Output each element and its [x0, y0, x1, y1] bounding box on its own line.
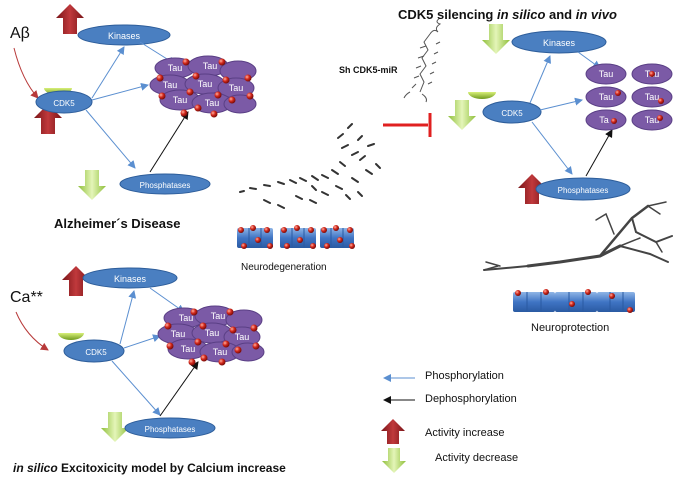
tau-label: Tau — [203, 61, 218, 71]
tau-label: Tau — [163, 80, 178, 90]
neurodegeneration-label: Neurodegeneration — [241, 262, 327, 273]
kinases-node — [511, 30, 607, 54]
abeta-label: Aβ — [10, 25, 30, 42]
legend-label-activity-decrease: Activity decrease — [435, 452, 519, 464]
phosphorylation-arrow — [85, 109, 136, 169]
phosphatases-label: Phosphatases — [145, 425, 196, 434]
healthy-neuron — [483, 201, 673, 271]
tau-label: Tau — [211, 311, 226, 321]
and-text: and — [549, 7, 573, 22]
sh-cdk5-label: Sh CDK5-miR — [339, 65, 398, 75]
phosphorylation-arrow — [91, 46, 125, 99]
phosphatases-label: Phosphatases — [140, 181, 191, 190]
calcium-label: Ca** — [10, 289, 43, 306]
green-down-arrow-icon — [78, 170, 106, 200]
cdk5-label: CDK5 — [501, 109, 523, 118]
phosphorylation-arrow — [539, 97, 583, 111]
kinases-node — [82, 267, 178, 289]
degenerated-neuron — [239, 123, 381, 209]
cdk5-silencing-prefix: CDK5 silencing — [398, 7, 494, 22]
phosphorylation-arrow — [111, 360, 161, 416]
green-down-arrow-icon — [482, 24, 510, 54]
tau-label: Ta — [599, 115, 609, 125]
microtubule-stable — [513, 289, 635, 313]
excitotoxicity-title: in silico Excitoxicity model by Calcium … — [13, 461, 286, 475]
phosphatases-node — [124, 417, 216, 439]
red-up-arrow-icon — [62, 266, 90, 296]
in-vivo-text: in vivo — [575, 7, 617, 22]
panel-cdk5-silencing: Kinases CDK5 Phosphatases Tau Tau Tau Ta… — [383, 17, 673, 313]
alzheimers-title: Alzheimer´s Disease — [54, 216, 181, 231]
green-down-arrow-icon — [101, 412, 129, 442]
cdk5-node — [35, 90, 93, 114]
tau-label: Tau — [198, 79, 213, 89]
dephosphorylation-arrow — [585, 129, 613, 177]
tau-label: Tau — [205, 328, 220, 338]
hairpin-icon — [403, 17, 442, 103]
cdk5-node — [482, 100, 542, 124]
phosphatases-node — [119, 173, 211, 195]
tau-label: Tau — [179, 313, 194, 323]
tau-cluster: Tau Tau Tau Tau Tau Tau Tau — [157, 305, 265, 366]
panel-alzheimers: Aβ Kinases CDK5 Phosphatases Tau Tau — [10, 4, 257, 200]
green-down-arrow-icon — [448, 100, 476, 130]
tau-label: Tau — [173, 95, 188, 105]
tau-label: Tau — [645, 115, 660, 125]
in-silico-text: in silico — [496, 7, 546, 22]
tau-label: Tau — [205, 98, 220, 108]
dephosphorylation-arrow — [149, 111, 189, 173]
cup-icon — [58, 333, 84, 340]
legend-label-phosphorylation: Phosphorylation — [425, 370, 504, 382]
dephosphorylation-arrow — [159, 361, 199, 417]
tau-separated: Tau Tau Tau Tau Ta Tau — [585, 63, 673, 131]
legend-label-dephosphorylation: Dephosphorylation — [425, 393, 517, 405]
cdk5-label: CDK5 — [53, 99, 75, 108]
kinases-label: Kinases — [114, 274, 147, 284]
phosphorylation-arrow — [119, 290, 137, 345]
cup-icon — [468, 92, 496, 99]
phosphorylation-arrow — [91, 82, 149, 101]
excitotoxicity-text: Excitoxicity model by Calcium increase — [61, 461, 286, 475]
green-down-arrow-icon — [382, 448, 406, 473]
red-up-arrow-icon — [518, 174, 546, 204]
cdk5-silencing-title: CDK5 silencing in silico and in vivo — [398, 7, 617, 22]
tau-cluster: Tau Tau Tau Tau Tau Tau Tau — [149, 55, 257, 118]
tau-label: Tau — [645, 92, 660, 102]
cdk5-node — [63, 339, 125, 363]
calcium-arrow — [15, 311, 49, 351]
phosphorylation-arrow — [531, 121, 573, 175]
tau-label: Tau — [181, 344, 196, 354]
panel-excitotoxicity: Ca** Kinases CDK5 Phosphatases Tau Tau — [10, 266, 265, 442]
red-up-arrow-icon — [381, 419, 405, 444]
cdk5-label: CDK5 — [85, 348, 107, 357]
tau-label: Tau — [235, 332, 250, 342]
phosphatases-node — [535, 177, 631, 201]
phosphorylation-arrow — [123, 334, 161, 349]
neuroprotection-label: Neuroprotection — [531, 322, 610, 334]
kinases-label: Kinases — [543, 38, 576, 48]
legend — [381, 374, 415, 473]
phosphatases-label: Phosphatases — [558, 186, 609, 195]
tau-label: Tau — [229, 83, 244, 93]
tau-label: Tau — [168, 63, 183, 73]
microtubule-group-degenerated — [237, 225, 355, 249]
tau-label: Tau — [599, 92, 614, 102]
tau-label: Tau — [213, 347, 228, 357]
kinases-node — [77, 24, 171, 46]
red-up-arrow-icon — [56, 4, 84, 34]
legend-label-activity-increase: Activity increase — [425, 427, 505, 439]
tau-label: Tau — [599, 69, 614, 79]
in-silico-text: in silico — [13, 461, 58, 475]
tau-label: Tau — [171, 329, 186, 339]
phosphorylation-arrow — [529, 55, 551, 104]
kinases-label: Kinases — [108, 31, 141, 41]
abeta-arrow — [13, 47, 39, 99]
